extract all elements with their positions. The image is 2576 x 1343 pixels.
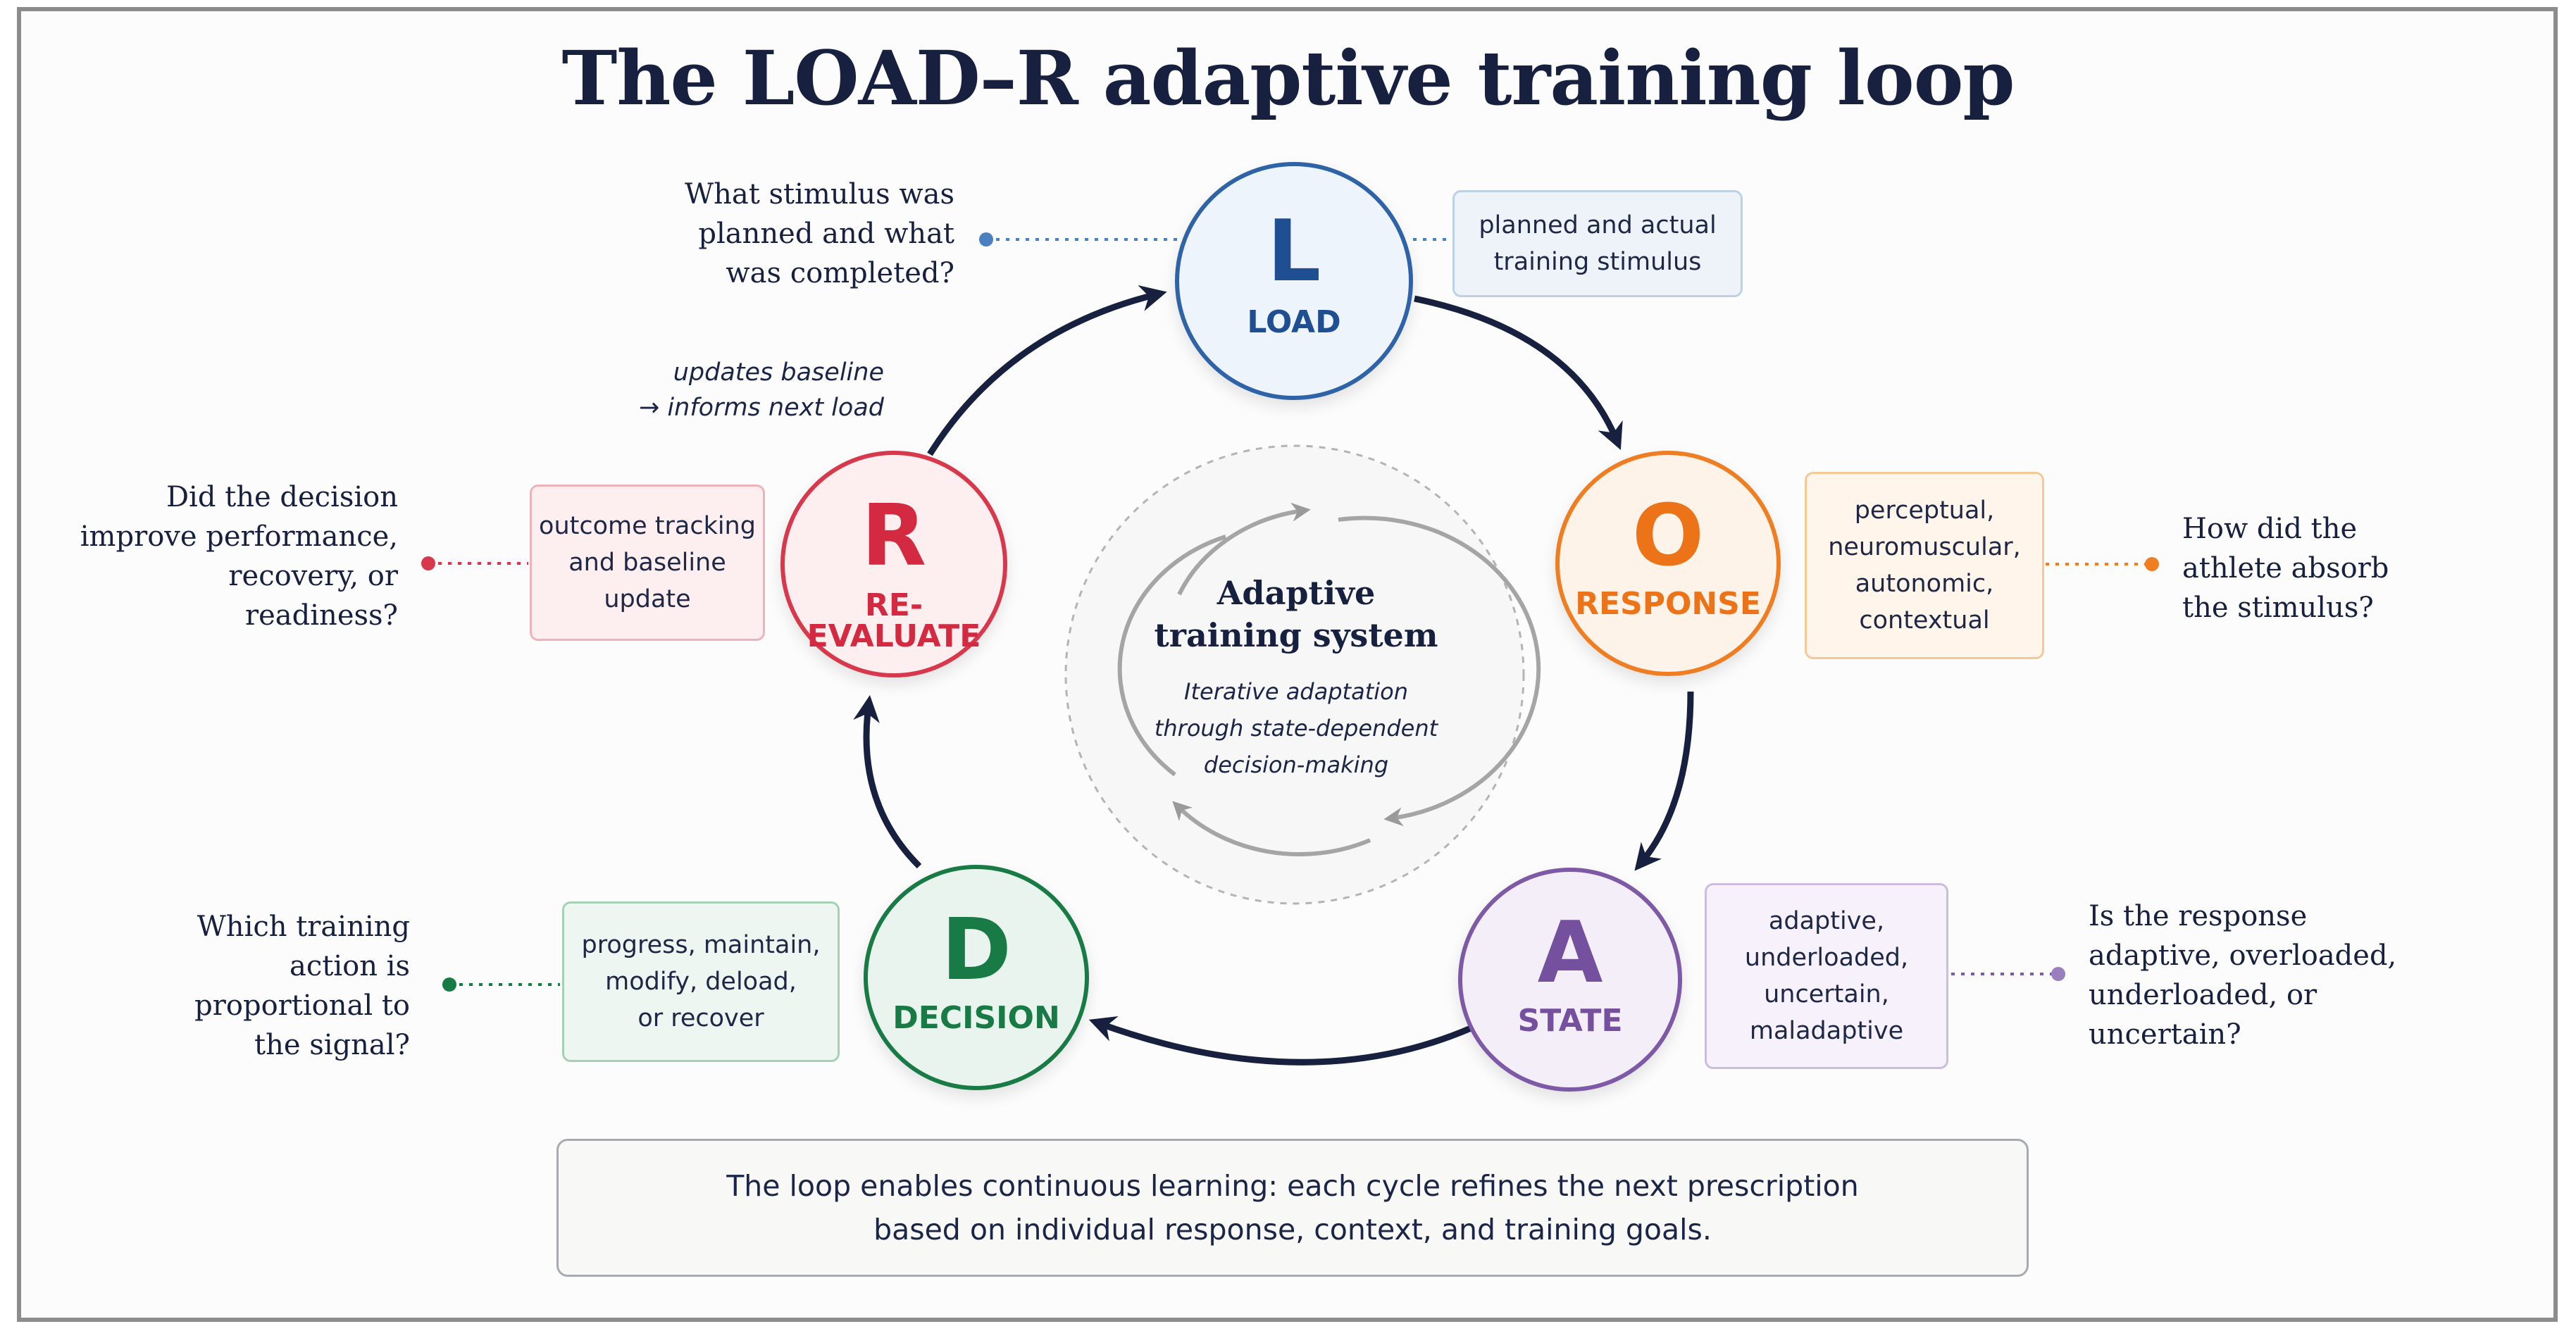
diagram-title: The LOAD–R adaptive training loop (561, 34, 2015, 122)
question-state: Is the response adaptive, overloaded, un… (2089, 900, 2397, 1051)
center-arrow-bottom (1172, 801, 1371, 856)
question-reevaluate: Did the decision improve performance, re… (80, 481, 398, 632)
node-decision: D DECISION (864, 865, 1089, 1090)
question-response: How did the athlete absorb the stimulus? (2182, 513, 2389, 624)
box-response: perceptual, neuromuscular, autonomic, co… (1805, 472, 2044, 659)
center-arrow-right (1338, 516, 1541, 827)
arrow-load-to-response (1414, 295, 1623, 450)
node-reevaluate-label: RE-EVALUATE (807, 587, 981, 654)
dot-reevaluate (421, 556, 435, 570)
dot-load (979, 232, 993, 246)
node-load: L LOAD (1175, 162, 1413, 400)
box-decision: progress, maintain, modify, deload, or r… (562, 901, 840, 1062)
center-subtitle: Iterative adaptation through state-depen… (1154, 678, 1438, 778)
node-response: O RESPONSE (1555, 451, 1781, 676)
node-decision-letter: D (941, 901, 1012, 999)
center-arrow-top (1117, 535, 1226, 777)
reevaluate-note: updates baseline → informs next load (638, 358, 884, 422)
node-load-label: LOAD (1247, 304, 1341, 340)
node-state-letter: A (1537, 904, 1603, 1002)
box-state: adaptive, underloaded, uncertain, malada… (1705, 883, 1948, 1069)
footer-summary: The loop enables continuous learning: ea… (556, 1139, 2029, 1277)
question-load: What stimulus was planned and what was c… (684, 178, 954, 289)
dot-decision (442, 977, 456, 992)
node-state: A STATE (1458, 868, 1682, 1092)
box-reevaluate: outcome tracking and baseline update (530, 485, 765, 641)
node-decision-label: DECISION (892, 1000, 1060, 1036)
node-response-letter: O (1631, 487, 1704, 585)
dot-response (2145, 557, 2159, 571)
node-load-letter: L (1267, 203, 1321, 301)
question-decision: Which training action is proportional to… (194, 911, 410, 1061)
arrow-state-to-decision (1088, 1016, 1472, 1066)
arrow-decision-to-reevaluate (853, 695, 922, 869)
node-reevaluate: R RE-EVALUATE (780, 451, 1007, 677)
node-response-label: RESPONSE (1575, 586, 1761, 622)
node-state-label: STATE (1517, 1003, 1623, 1039)
center-title: Adaptive training system (1154, 574, 1438, 654)
node-reevaluate-letter: R (861, 487, 927, 585)
center-arrow-top-right (1177, 502, 1311, 596)
arrow-response-to-state (1634, 691, 1694, 871)
dot-state (2051, 967, 2065, 981)
box-load: planned and actual training stimulus (1452, 190, 1743, 297)
arrow-reevaluate-to-load (927, 285, 1167, 456)
